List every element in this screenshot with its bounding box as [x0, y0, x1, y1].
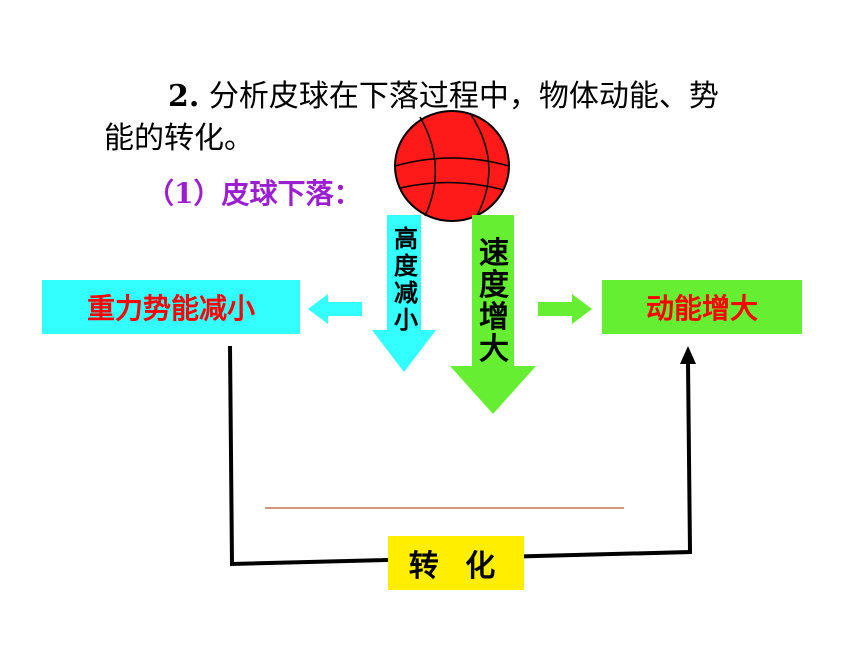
speed-increase-label: 速 度 增 大 [479, 236, 509, 367]
speed-down-arrow [450, 215, 536, 414]
potential-energy-box: 重力势能减小 [42, 280, 300, 334]
subtitle: （1）皮球下落： [146, 177, 362, 210]
left-small-arrow [308, 294, 362, 324]
ball-icon [394, 110, 510, 222]
question-line-1: 2. 分析皮球在下落过程中，物体动能、势 [168, 79, 719, 114]
right-small-arrow [538, 294, 592, 324]
connector-arrowhead [680, 346, 696, 364]
question-number: 2. [168, 79, 200, 114]
height-down-arrow [372, 215, 436, 372]
height-decrease-label: 高 度 减 小 [394, 225, 418, 334]
kinetic-energy-box: 动能增大 [602, 280, 802, 334]
question-line-2: 能的转化。 [104, 121, 254, 156]
conversion-box: 转 化 [388, 536, 524, 590]
question-text: 2. 分析皮球在下落过程中，物体动能、势 能的转化。 [104, 76, 804, 160]
conversion-connector [228, 345, 693, 567]
